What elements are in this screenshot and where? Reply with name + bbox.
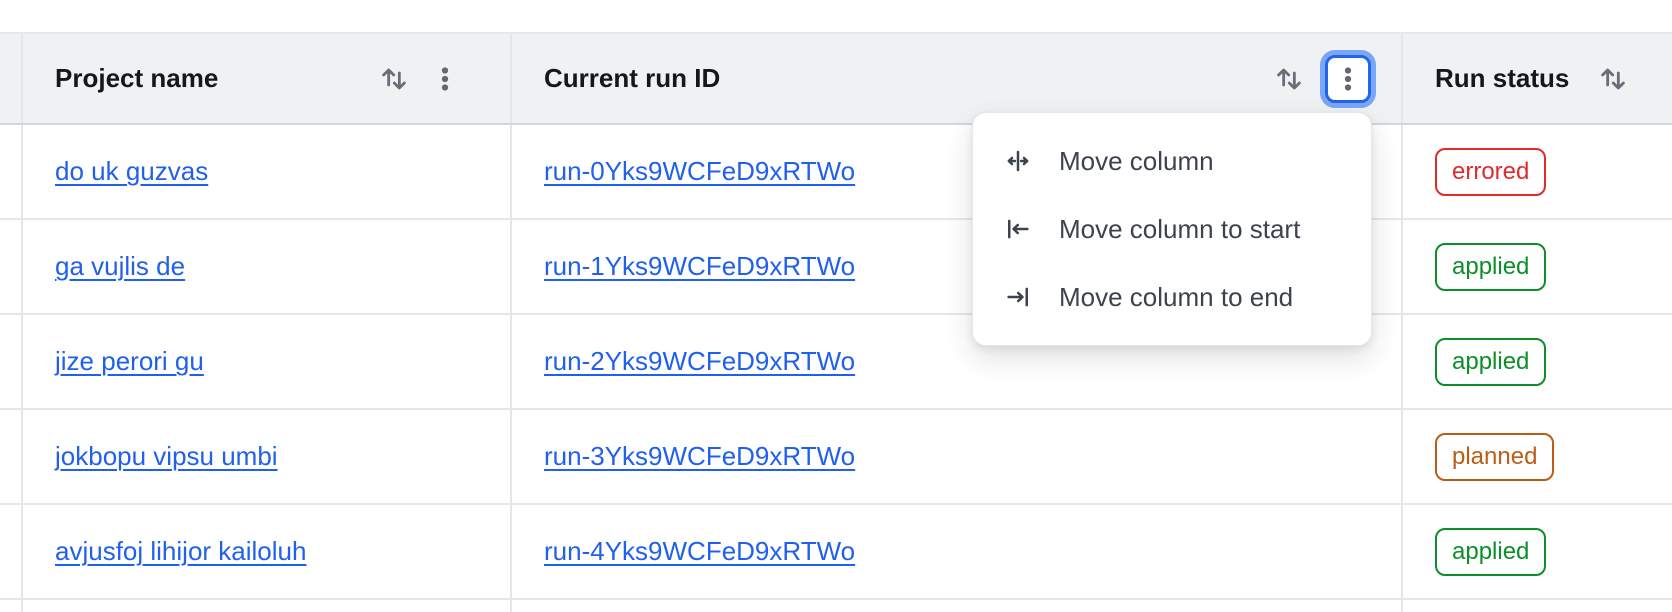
table-row: ga vujlis de run-1Yks9WCFeD9xRTWo applie…	[0, 220, 1672, 315]
menu-item-move-column-to-start[interactable]: Move column to start	[973, 195, 1371, 263]
current-run-id-cell: run-2Yks9WCFeD9xRTWo	[512, 315, 1403, 408]
menu-item-label: Move column to start	[1059, 213, 1301, 244]
row-gutter	[0, 125, 23, 218]
column-label-run-status: Run status	[1435, 63, 1570, 93]
projects-table: Project name Current run ID	[0, 32, 1672, 612]
row-gutter	[0, 505, 23, 598]
table-row: do uk guzvas run-0Yks9WCFeD9xRTWo errore…	[0, 125, 1672, 220]
row-gutter	[0, 220, 23, 313]
menu-item-move-column[interactable]: Move column	[973, 127, 1371, 195]
column-label-current-run-id: Current run ID	[544, 63, 721, 93]
move-column-to-start-icon	[1003, 214, 1033, 244]
sort-button-current-run-id[interactable]	[1273, 63, 1305, 95]
project-link[interactable]: avjusfoj lihijor kailoluh	[55, 536, 307, 566]
kebab-icon	[1333, 64, 1363, 94]
run-id-link[interactable]: run-3Yks9WCFeD9xRTWo	[544, 441, 856, 471]
project-name-cell: jokbopu vipsu umbi	[23, 410, 512, 503]
table-row: avjusfoj lihijor kailoluh run-4Yks9WCFeD…	[0, 505, 1672, 600]
column-menu-dropdown: Move column Move column to start Move co…	[972, 112, 1372, 346]
project-link[interactable]: ga vujlis de	[55, 251, 186, 281]
run-status-badge: applied	[1435, 337, 1547, 386]
move-column-icon	[1003, 146, 1033, 176]
project-name-cell: avjusfoj lihijor kailoluh	[23, 505, 512, 598]
menu-item-move-column-to-end[interactable]: Move column to end	[973, 263, 1371, 331]
run-status-cell: planned	[1403, 410, 1672, 503]
kebab-icon	[430, 64, 460, 94]
row-gutter	[0, 315, 23, 408]
run-id-link[interactable]: run-4Yks9WCFeD9xRTWo	[544, 536, 856, 566]
run-id-link[interactable]: run-0Yks9WCFeD9xRTWo	[544, 156, 856, 186]
move-column-to-end-icon	[1003, 282, 1033, 312]
run-status-badge: errored	[1435, 147, 1547, 196]
column-header-run-status: Run status	[1403, 34, 1672, 123]
header-gutter	[0, 34, 23, 123]
sort-button-project-name[interactable]	[378, 63, 410, 95]
sort-button-run-status[interactable]	[1597, 63, 1629, 95]
run-status-cell	[1403, 600, 1672, 612]
project-name-cell: ga vujlis de	[23, 220, 512, 313]
current-run-id-cell: run-3Yks9WCFeD9xRTWo	[512, 410, 1403, 503]
project-name-cell: do uk guzvas	[23, 125, 512, 218]
row-gutter	[0, 600, 23, 612]
sort-icon	[1597, 63, 1629, 95]
column-menu-button-project-name[interactable]	[430, 64, 460, 94]
current-run-id-cell: run-1Yks9WCFeD9xRTWo	[512, 220, 1403, 313]
project-name-cell: jize perori gu	[23, 315, 512, 408]
run-status-cell: applied	[1403, 315, 1672, 408]
project-link[interactable]: do uk guzvas	[55, 156, 209, 186]
menu-item-label: Move column	[1059, 145, 1214, 176]
current-run-id-cell: run-0Yks9WCFeD9xRTWo	[512, 125, 1403, 218]
column-header-current-run-id: Current run ID	[512, 34, 1403, 123]
table-header-row: Project name Current run ID	[0, 32, 1672, 125]
current-run-id-cell: run-4Yks9WCFeD9xRTWo	[512, 505, 1403, 598]
menu-item-label: Move column to end	[1059, 281, 1294, 312]
run-status-cell: errored	[1403, 125, 1672, 218]
project-name-cell	[23, 600, 512, 612]
run-status-badge: applied	[1435, 242, 1547, 291]
row-gutter	[0, 410, 23, 503]
run-id-link[interactable]: run-2Yks9WCFeD9xRTWo	[544, 346, 856, 376]
table-row: jokbopu vipsu umbi run-3Yks9WCFeD9xRTWo …	[0, 410, 1672, 505]
project-link[interactable]: jokbopu vipsu umbi	[55, 441, 278, 471]
sort-icon	[378, 63, 410, 95]
run-id-link[interactable]: run-1Yks9WCFeD9xRTWo	[544, 251, 856, 281]
column-label-project-name: Project name	[55, 63, 219, 93]
column-menu-button-current-run-id[interactable]	[1325, 54, 1371, 103]
current-run-id-cell	[512, 600, 1403, 612]
sort-icon	[1273, 63, 1305, 95]
project-link[interactable]: jize perori gu	[55, 346, 204, 376]
table-body: do uk guzvas run-0Yks9WCFeD9xRTWo errore…	[0, 125, 1672, 600]
table-row-partial	[0, 600, 1672, 612]
table-row: jize perori gu run-2Yks9WCFeD9xRTWo appl…	[0, 315, 1672, 410]
run-status-cell: applied	[1403, 220, 1672, 313]
run-status-badge: planned	[1435, 432, 1555, 481]
run-status-badge: applied	[1435, 527, 1547, 576]
column-header-project-name: Project name	[23, 34, 512, 123]
run-status-cell: applied	[1403, 505, 1672, 598]
